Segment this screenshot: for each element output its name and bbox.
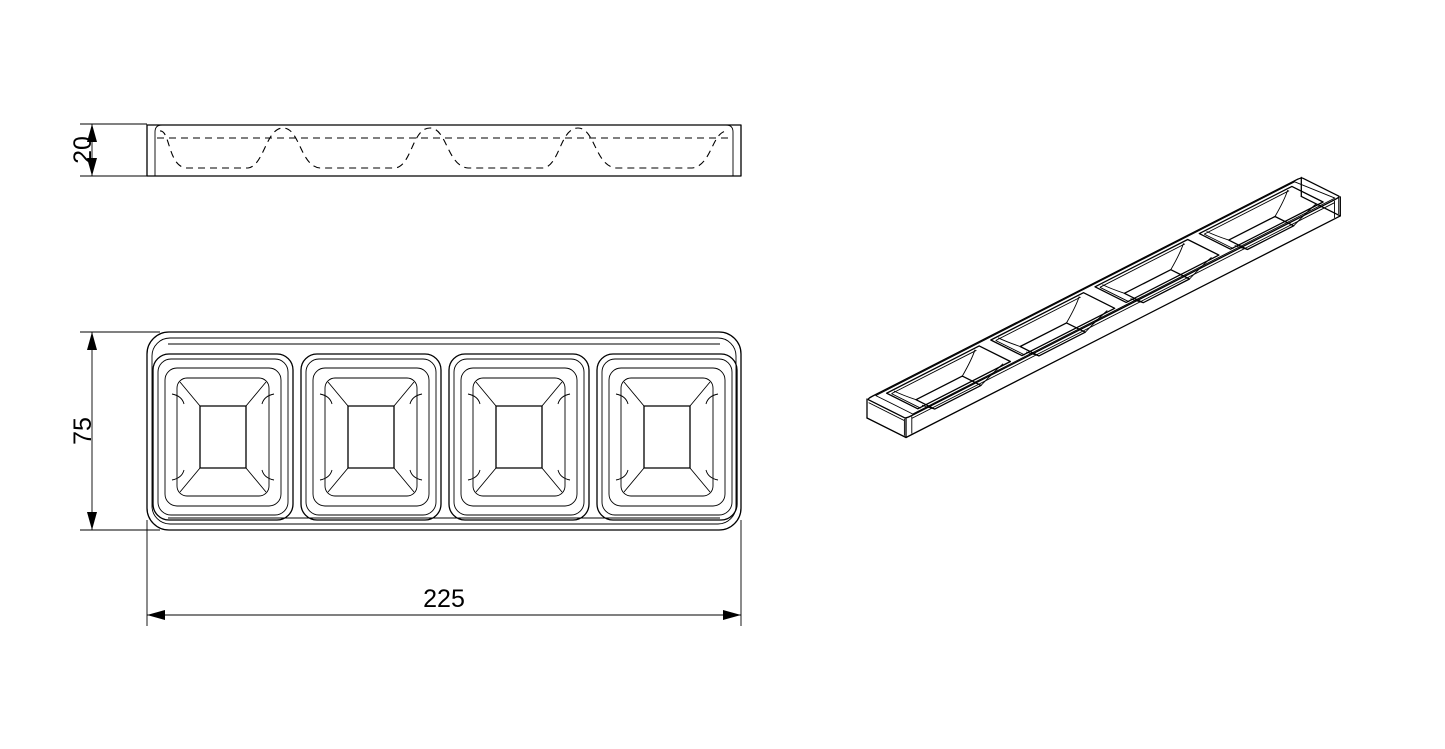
iso-compartment-slopes: [891, 349, 1004, 410]
iso-compartment: [1198, 185, 1324, 251]
compartment-floor: [347, 405, 395, 469]
compartment-wall: [312, 367, 430, 507]
dim-length-arrow-right: [723, 610, 741, 620]
top-compartment: [596, 353, 738, 521]
iso-rim: [875, 181, 1336, 415]
compartment-outer: [596, 353, 738, 521]
compartment-slope: [620, 377, 714, 497]
iso-compartment: [1094, 238, 1220, 304]
dim-length-label: 225: [423, 585, 465, 613]
top-compartment: [448, 353, 590, 521]
compartment-rim: [305, 358, 437, 516]
dim-length-arrow-left: [147, 610, 165, 620]
side-view-left-lip: [154, 124, 163, 176]
side-view: [146, 124, 742, 177]
dimension-depth: 75: [69, 331, 160, 531]
compartment-floor: [495, 405, 543, 469]
dim-height-arrow-top: [87, 124, 97, 142]
compartment-wall: [460, 367, 578, 507]
dim-height-arrow-bottom: [87, 158, 97, 176]
dimension-height: 20: [69, 123, 147, 177]
side-view-outline: [146, 124, 742, 177]
compartment-corners: [615, 381, 719, 493]
compartment-outer: [300, 353, 442, 521]
compartment-corners: [171, 381, 275, 493]
compartment-slope: [176, 377, 270, 497]
iso-compartment: [885, 345, 1012, 410]
dim-depth-arrow-top: [87, 332, 97, 350]
side-view-right-lip: [725, 124, 734, 176]
top-compartment: [300, 353, 442, 521]
iso-compartment-rim: [1094, 238, 1220, 304]
top-view-rim: [151, 337, 737, 525]
dim-height-label: 20: [69, 136, 97, 164]
compartment-slope: [472, 377, 566, 497]
dimension-length: 225: [146, 520, 742, 626]
compartment-corners: [319, 381, 423, 493]
top-compartment: [152, 353, 294, 521]
iso-bottom-edge: [866, 195, 1341, 439]
top-view-compartments: [152, 353, 738, 521]
compartment-floor: [199, 405, 247, 469]
compartment-corners: [467, 381, 571, 493]
iso-compartment-slopes: [1099, 243, 1212, 304]
iso-compartment-rim: [885, 345, 1012, 410]
top-view-outer: [146, 331, 742, 531]
iso-top-outline: [867, 177, 1340, 419]
iso-compartment: [990, 292, 1116, 357]
side-view-hidden-cavities: [157, 127, 732, 169]
compartment-slope: [324, 377, 418, 497]
compartment-wall: [164, 367, 282, 507]
compartment-rim: [157, 358, 289, 516]
compartment-rim: [453, 358, 585, 516]
compartment-outer: [152, 353, 294, 521]
iso-compartment-rim: [990, 292, 1116, 357]
isometric-body: [866, 176, 1341, 439]
isometric-view: [866, 176, 1341, 439]
iso-compartment-slopes: [1203, 189, 1317, 250]
compartment-outer: [448, 353, 590, 521]
iso-compartment-rim: [1198, 185, 1324, 250]
compartment-wall: [608, 367, 726, 507]
compartment-rim: [601, 358, 733, 516]
dim-depth-arrow-bottom: [87, 512, 97, 530]
compartment-floor: [643, 405, 691, 469]
dim-depth-label: 75: [69, 417, 97, 445]
top-view: [146, 331, 742, 531]
isometric-compartments: [885, 185, 1324, 410]
iso-compartment-slopes: [995, 296, 1108, 357]
iso-edge-highlight: [868, 197, 1340, 436]
